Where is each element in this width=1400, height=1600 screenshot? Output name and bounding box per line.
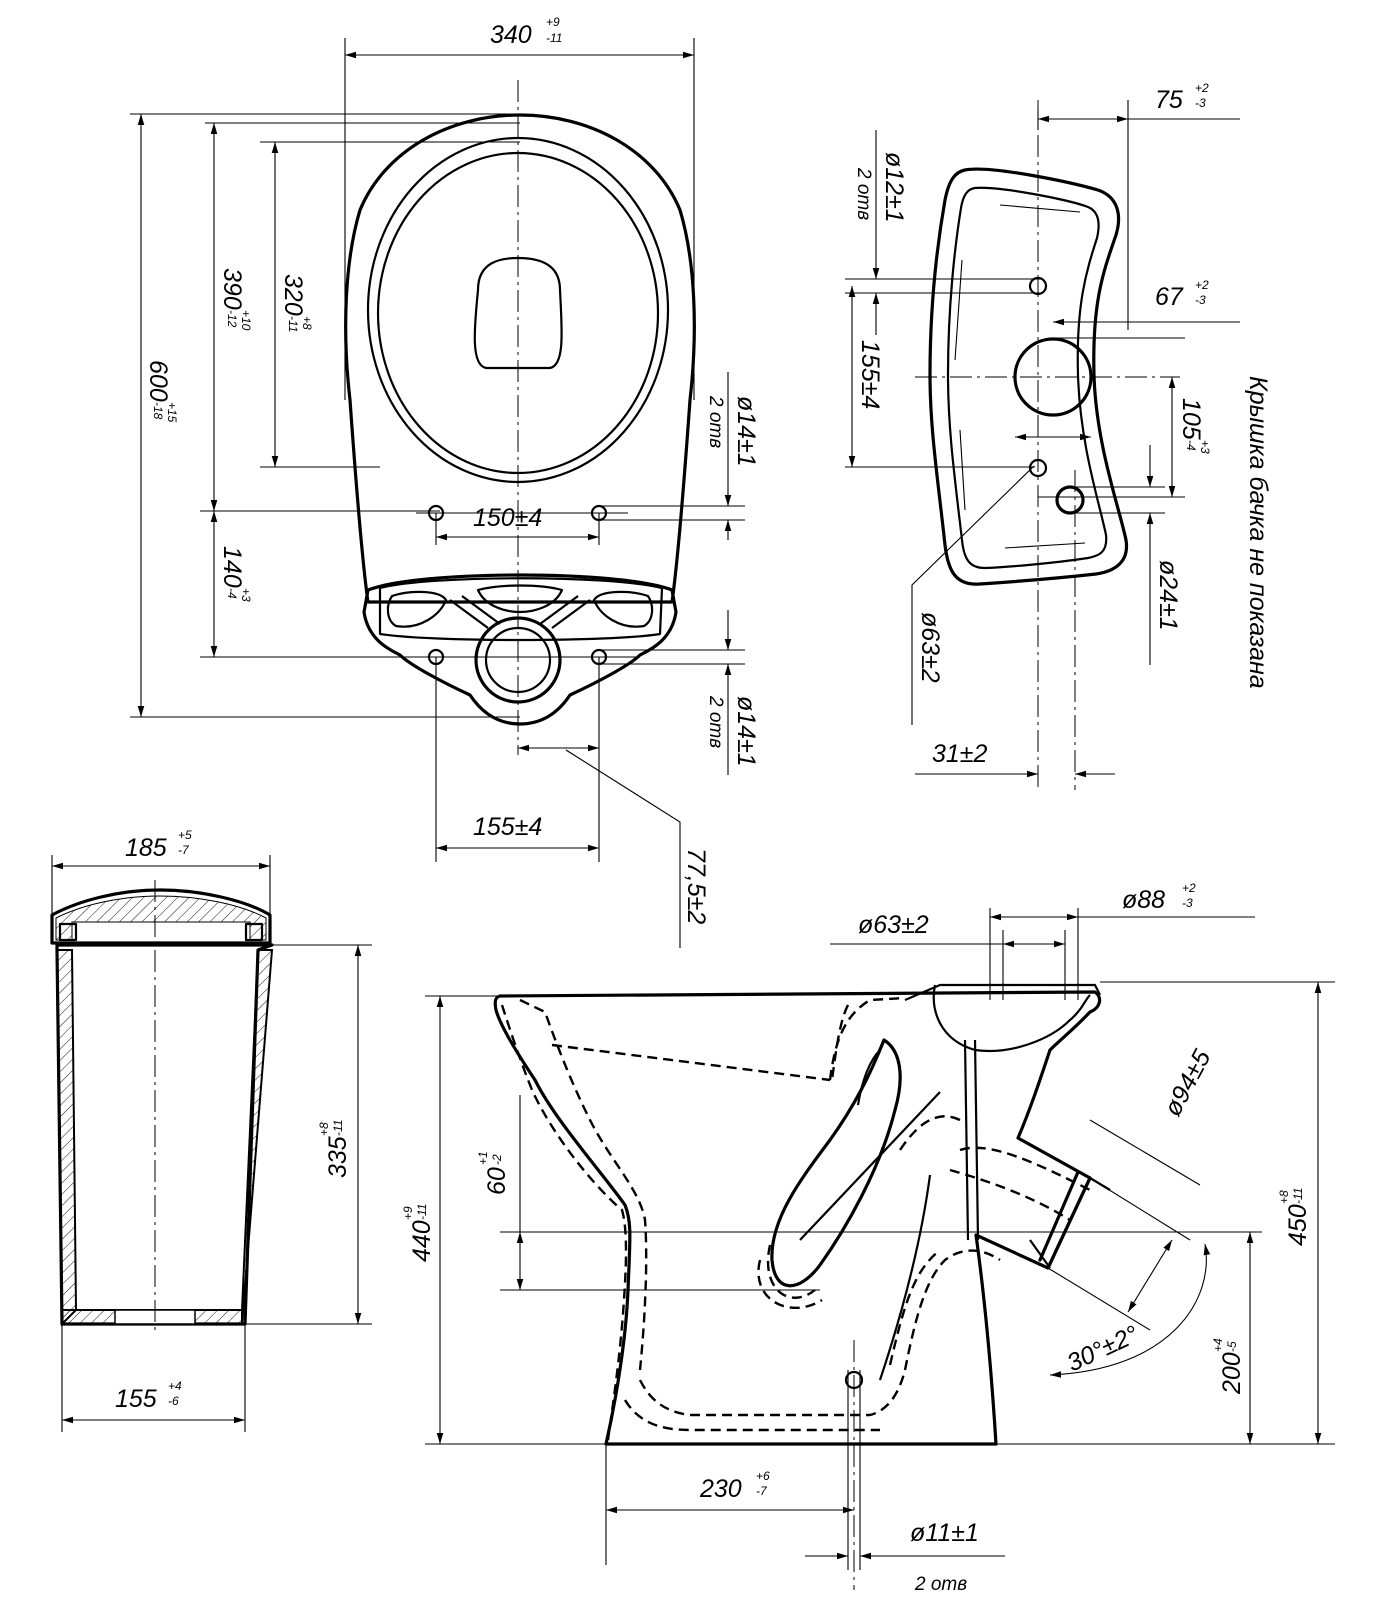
svg-text:-4: -4	[225, 588, 239, 599]
svg-text:+1: +1	[476, 1151, 490, 1165]
seat-recess-mid	[476, 584, 564, 614]
dim-390: 390	[218, 268, 246, 310]
bowl-side-view: ø63±2 ø88 +2 -3 440 +9 -11 60 +1 -2 ø94±…	[401, 881, 1335, 1595]
tank-top-view: 75 +2 -3 67 +2 -3 ø12±1 2 отв 155±4 105	[845, 81, 1272, 790]
dim-tank-155-bottom: 155	[115, 1385, 157, 1413]
svg-text:-6: -6	[168, 1394, 179, 1408]
dim-bowl-450: 450	[1284, 1204, 1312, 1246]
dim-bowl-230: 230	[699, 1475, 742, 1503]
dim-tank-105: 105	[1177, 398, 1205, 440]
tank-seat	[378, 577, 664, 642]
seat-recess-right	[592, 590, 654, 628]
tank-inner	[946, 186, 1108, 570]
dim-bowl-440: 440	[408, 1220, 436, 1262]
svg-text:+10: +10	[239, 310, 253, 331]
bowl-top-outline	[344, 113, 696, 604]
tank-body-outline	[55, 943, 274, 1326]
dim-tank-31: 31±2	[932, 740, 988, 768]
dim-tank-75: 75	[1155, 86, 1183, 114]
svg-text:+8: +8	[300, 316, 314, 330]
tank-lid-caption: Крышка бачка не показана	[1244, 376, 1272, 689]
dim-tank-185: 185	[125, 834, 167, 862]
dim-bowl-60: 60	[483, 1167, 511, 1195]
trap-channel	[770, 1038, 902, 1288]
dim-hole-14-lower: ø14±1	[732, 696, 760, 767]
dim-bowl-94: ø94±5	[1159, 1045, 1217, 1121]
svg-text:+2: +2	[1195, 81, 1209, 95]
svg-text:-4: -4	[1184, 440, 1198, 451]
svg-text:-5: -5	[1225, 1341, 1239, 1352]
dim-hole-14-upper: ø14±1	[732, 396, 760, 467]
dim-600: 600	[144, 360, 172, 402]
dim-77-5: 77,5±2	[682, 848, 710, 924]
dim-bowl-63: ø63±2	[858, 911, 929, 939]
svg-text:-7: -7	[756, 1484, 768, 1498]
seat-recess-left	[386, 590, 448, 628]
svg-text:2 отв: 2 отв	[853, 167, 874, 220]
svg-text:+15: +15	[165, 402, 179, 423]
svg-text:+2: +2	[1195, 278, 1209, 292]
rear-ledge	[362, 573, 678, 726]
tank-side-section: 185 +5 -7 335 +8 -11 155 +4 -6	[50, 828, 372, 1432]
svg-text:-11: -11	[286, 316, 300, 332]
svg-text:-18: -18	[151, 402, 165, 420]
svg-text:+3: +3	[239, 588, 253, 602]
svg-text:-7: -7	[178, 843, 190, 857]
svg-text:+9: +9	[401, 1206, 415, 1220]
dim-320: 320	[279, 274, 307, 316]
dim-bowl-11: ø11±1	[910, 1519, 979, 1547]
dim-tank-hole-24: ø24±1	[1154, 560, 1182, 631]
svg-text:-12: -12	[225, 310, 239, 328]
svg-text:+4: +4	[1211, 1338, 1225, 1352]
svg-text:-3: -3	[1182, 896, 1193, 910]
dim-150: 150±4	[473, 504, 542, 532]
bowl-side-outline	[493, 990, 1102, 1446]
svg-text:+8: +8	[317, 1122, 331, 1136]
svg-text:+4: +4	[168, 1379, 182, 1393]
svg-text:-3: -3	[1195, 96, 1206, 110]
svg-text:-3: -3	[1195, 293, 1206, 307]
fill-valve-hole	[1055, 485, 1085, 515]
dim-340: 340	[490, 21, 532, 49]
dim-bowl-200: 200	[1218, 1352, 1246, 1395]
svg-text:2 отв: 2 отв	[914, 1574, 967, 1595]
bowl-outlet	[473, 256, 563, 370]
dim-tank-155: 155±4	[856, 340, 884, 409]
svg-text:+3: +3	[1198, 440, 1212, 454]
svg-text:-11: -11	[415, 1204, 429, 1220]
dim-tank-335: 335	[324, 1136, 352, 1178]
tank-outline	[928, 167, 1129, 586]
dim-155-holes: 155±4	[473, 813, 542, 841]
svg-text:-2: -2	[490, 1154, 504, 1165]
dim-tank-hole-12: ø12±1	[880, 152, 908, 223]
svg-text:+8: +8	[1277, 1190, 1291, 1204]
svg-text:+9: +9	[546, 15, 560, 29]
svg-text:+2: +2	[1182, 881, 1196, 895]
tank-lid	[50, 888, 272, 945]
svg-text:-11: -11	[1291, 1188, 1305, 1204]
svg-text:-11: -11	[546, 31, 562, 45]
svg-text:2 отв: 2 отв	[705, 395, 726, 448]
top-view-bowl: 340 +9 -11 600 +15 -18 390 +10 -12 320 +…	[130, 15, 760, 948]
svg-text:-11: -11	[331, 1120, 345, 1136]
svg-text:+6: +6	[756, 1469, 770, 1483]
dim-tank-67: 67	[1155, 283, 1184, 311]
dim-tank-hole-63: ø63±2	[916, 612, 944, 683]
svg-text:2 отв: 2 отв	[705, 695, 726, 748]
dim-bowl-88: ø88	[1122, 886, 1165, 914]
svg-text:+5: +5	[178, 828, 192, 842]
dim-bowl-angle: 30°±2°	[1063, 1320, 1143, 1377]
dim-140: 140	[218, 546, 246, 588]
